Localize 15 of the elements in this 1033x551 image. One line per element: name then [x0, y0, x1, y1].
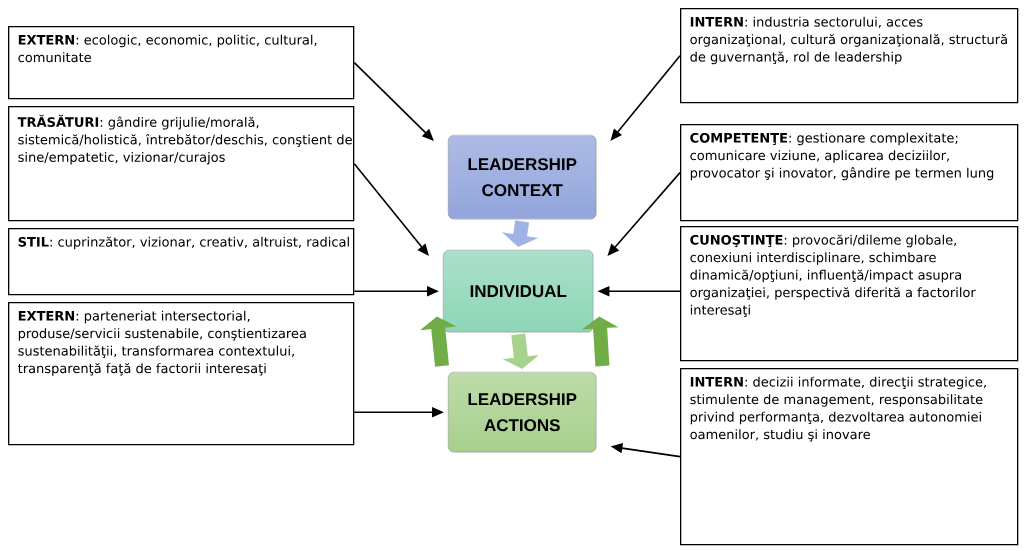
text-box: INTERN: decizii informate, direcţii strategice, stimulente de management, responsabilitate privind performanţa, dezvoltarea autonomiei oamenilor, studiu şi inovare [680, 368, 1019, 546]
arrow [607, 171, 681, 256]
rounded-box: LEADERSHIP CONTEXT [448, 135, 597, 220]
text-box: STIL: cuprinzător, vizionar, creativ, altruist, radical [8, 228, 355, 296]
text-box: TRĂSĂTURI: gândire grijulie/morală, sistemică/holistică, întrebător/deschis, conştient de sine/empatetic, vizionar/curajos [8, 106, 355, 222]
rounded-box: INDIVIDUAL [443, 250, 594, 333]
arrow [353, 61, 434, 141]
text-box: COMPETENŢE: gestionare complexitate; comunicare viziune, aplicarea deciziilor, provocator şi inovator, gândire pe termen lung [680, 124, 1019, 222]
rounded-box: LEADERSHIP ACTIONS [448, 372, 597, 453]
text-box: EXTERN: parteneriat intersectorial, produse/servicii sustenabile, conştientizarea sustenabilităţii, transformarea contextului, transparenţă faţă de factorii interesaţi [8, 302, 355, 446]
text-box: EXTERN: ecologic, economic, politic, cultural, comunitate [8, 26, 355, 100]
text-box: INTERN: industria sectorului, acces organizaţional, cultură organizaţională, structură de guvernanţă, rol de leadership [680, 8, 1019, 104]
arrow [610, 54, 681, 141]
text-box: CUNOŞTINŢE: provocări/dileme globale, conexiuni interdisciplinare, schimbare dinamică/opţiuni, influenţă/impact asupra organizaţiei, perspectivă diferită a factorilor interesaţi [680, 226, 1019, 362]
arrow [353, 162, 429, 256]
